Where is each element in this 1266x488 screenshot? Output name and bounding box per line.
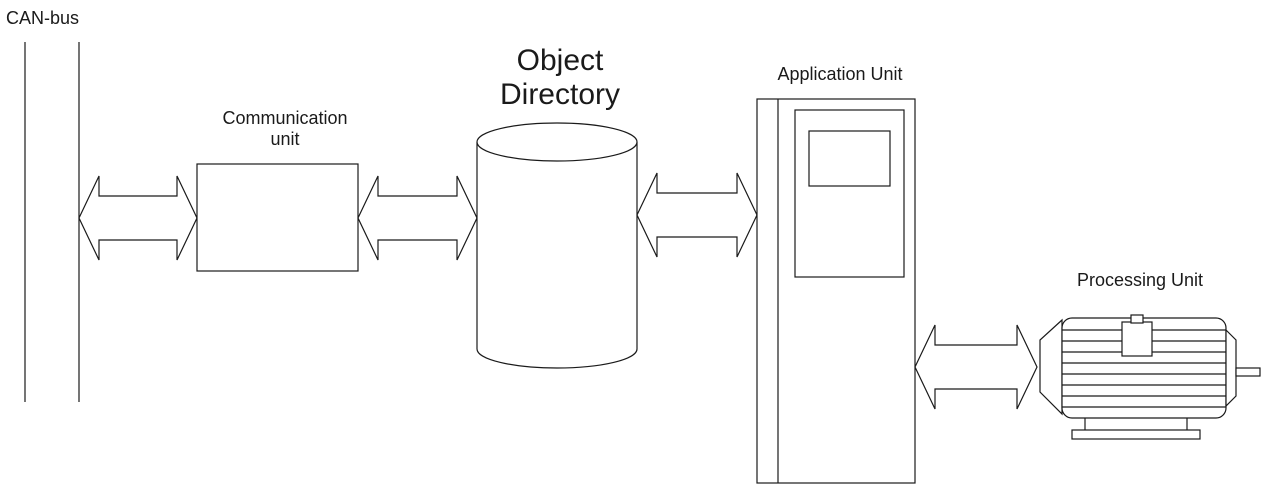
bidirectional-arrow-od-app: [636, 172, 758, 258]
application-unit-label: Application Unit: [777, 64, 903, 84]
communication-unit-label: Communication unit: [195, 108, 375, 149]
object-directory-label-line2: Directory: [499, 77, 620, 111]
application-unit-cabinet: [756, 98, 916, 484]
bidirectional-arrow-comm-od: [357, 175, 478, 261]
processing-unit-label: Processing Unit: [1076, 270, 1204, 290]
bidirectional-arrow-bus-comm: [78, 175, 198, 261]
object-directory-label-line1: Object: [516, 44, 604, 77]
bidirectional-arrow-app-motor: [914, 324, 1038, 410]
object-directory-cylinder: [476, 122, 638, 369]
can-bus-label: CAN-bus: [6, 8, 80, 28]
object-directory-label: Object Directory: [470, 44, 650, 111]
communication-unit-box: [196, 163, 359, 272]
communication-unit-label-line1: Communication: [222, 108, 348, 128]
electric-motor-icon: [1039, 314, 1261, 440]
can-bus-lines: [24, 42, 80, 402]
communication-unit-label-line2: unit: [270, 128, 300, 149]
